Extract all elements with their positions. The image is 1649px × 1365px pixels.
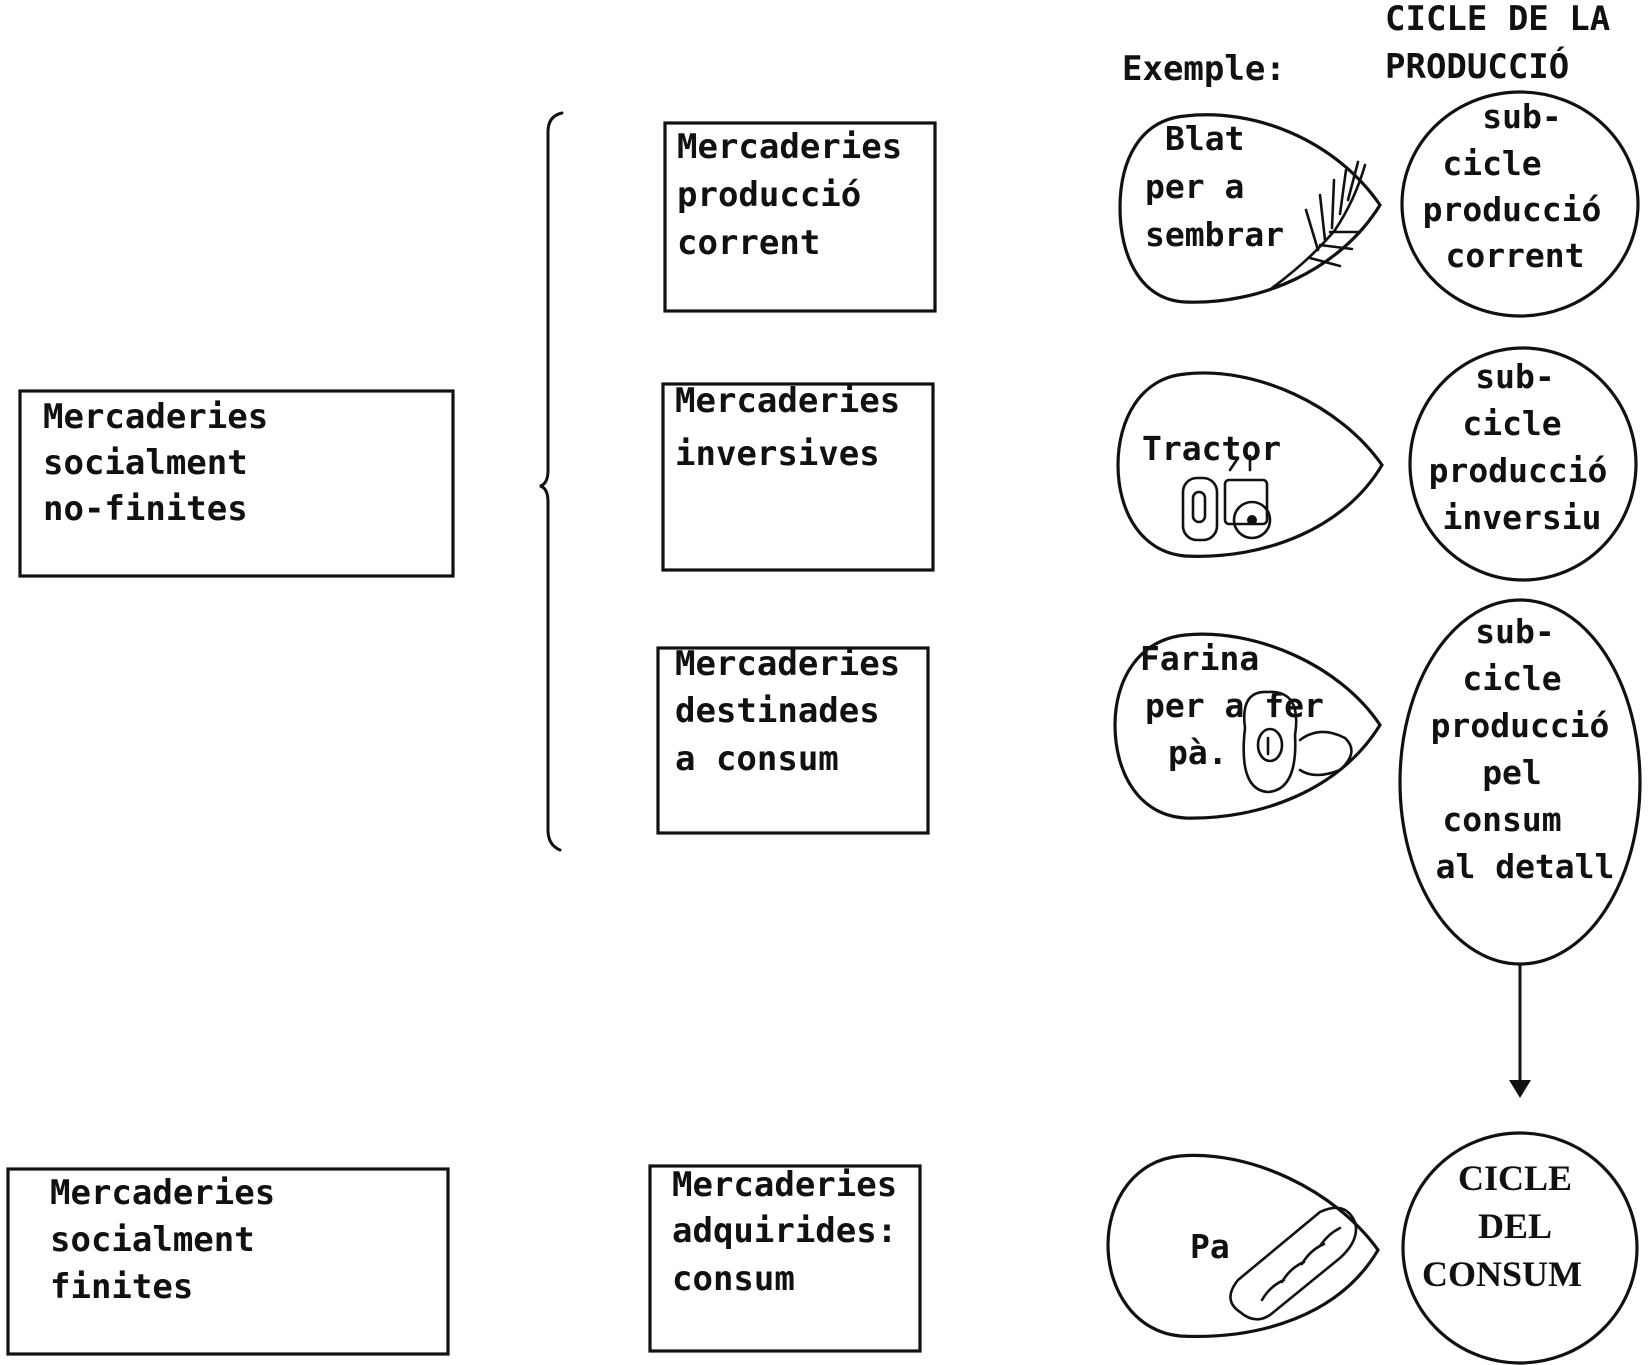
box-finites-line1: Mercaderies [50, 1173, 275, 1213]
cycle-consum-detall-line3: producció [1431, 706, 1610, 745]
example-tractor: Tractor [1116, 371, 1384, 558]
box-produccio-corrent-line3: corrent [677, 223, 820, 263]
example-blat-line1: Blat [1165, 119, 1244, 158]
cycle-corrent-line1: sub- [1482, 97, 1561, 136]
box-adquirides: Mercaderies adquirides: consum [648, 1164, 922, 1353]
cycle-title-line2: PRODUCCIÓ [1385, 46, 1569, 87]
box-consum-line2: destinades [675, 691, 880, 731]
cycle-consum-detall-line2: cicle [1462, 659, 1561, 698]
cycle-consum-line2: DEL [1478, 1206, 1552, 1246]
box-consum-line1: Mercaderies [675, 644, 900, 684]
cycle-inversiu-line2: cicle [1462, 404, 1561, 443]
box-produccio-corrent-line1: Mercaderies [677, 127, 902, 167]
box-produccio-corrent-line2: producció [677, 175, 861, 215]
grouping-brace [539, 111, 564, 852]
box-adquirides-line3: consum [672, 1259, 795, 1299]
example-pa: Pa [1106, 1153, 1380, 1339]
example-blat-line2: per a [1145, 167, 1244, 206]
cycle-inversiu: sub- cicle producció inversiu [1408, 346, 1638, 582]
example-blat: Blat per a sembrar [1118, 113, 1382, 304]
box-produccio-corrent: Mercaderies producció corrent [663, 121, 937, 313]
cycle-corrent-line2: cicle [1442, 144, 1541, 183]
cycle-corrent-line4: corrent [1445, 236, 1584, 275]
example-farina-line1: Farina [1140, 639, 1259, 678]
box-no-finites-line1: Mercaderies [43, 397, 268, 437]
cycle-inversiu-line3: producció [1429, 451, 1608, 490]
box-inversives: Mercaderies inversives [661, 381, 935, 572]
example-farina-line3: pà. [1168, 733, 1228, 772]
cycle-consum-line3: CONSUM [1422, 1254, 1582, 1294]
cycle-inversiu-line1: sub- [1475, 357, 1554, 396]
example-pa-label: Pa [1190, 1227, 1230, 1266]
box-adquirides-line2: adquirides: [672, 1211, 897, 1251]
wheat-icon [1270, 160, 1367, 290]
box-inversives-line1: Mercaderies [675, 381, 900, 421]
arrow-to-consum [1509, 962, 1531, 1098]
cycle-corrent: sub- cicle producció corrent [1400, 90, 1640, 318]
example-blat-line3: sembrar [1145, 215, 1284, 254]
cycle-corrent-line3: producció [1423, 190, 1602, 229]
box-adquirides-line1: Mercaderies [672, 1165, 897, 1205]
bread-icon [1229, 1206, 1358, 1321]
box-finites: Mercaderies socialment finites [6, 1167, 450, 1356]
box-inversives-line2: inversives [675, 434, 880, 474]
example-tractor-label: Tractor [1142, 429, 1281, 468]
box-finites-line2: socialment [50, 1220, 255, 1260]
cycle-consum-detall: sub- cicle producció pel consum al detal… [1398, 598, 1642, 966]
box-no-finites-line2: socialment [43, 443, 248, 483]
box-consum-line3: a consum [675, 739, 839, 779]
cycle-consum: CICLE DEL CONSUM [1401, 1131, 1639, 1365]
cycle-consum-detall-line5: consum [1442, 800, 1561, 839]
cycle-inversiu-line4: inversiu [1443, 498, 1602, 537]
cycle-consum-detall-line1: sub- [1475, 612, 1554, 651]
example-farina: Farina per a fer pà. [1113, 632, 1382, 820]
exemple-label: Exemple: [1122, 49, 1286, 89]
box-finites-line3: finites [50, 1267, 193, 1307]
tractor-icon [1181, 454, 1272, 542]
cycle-title-line1: CICLE DE LA [1385, 0, 1610, 39]
box-no-finites: Mercaderies socialment no-finites [18, 389, 455, 578]
cycle-consum-line1: CICLE [1458, 1158, 1572, 1198]
box-no-finites-line3: no-finites [43, 489, 248, 529]
box-consum: Mercaderies destinades a consum [656, 644, 930, 835]
cycle-consum-detall-line6: al detall [1436, 847, 1615, 886]
cycle-consum-detall-line4: pel [1482, 753, 1542, 792]
flour-sack-icon [1242, 690, 1353, 794]
